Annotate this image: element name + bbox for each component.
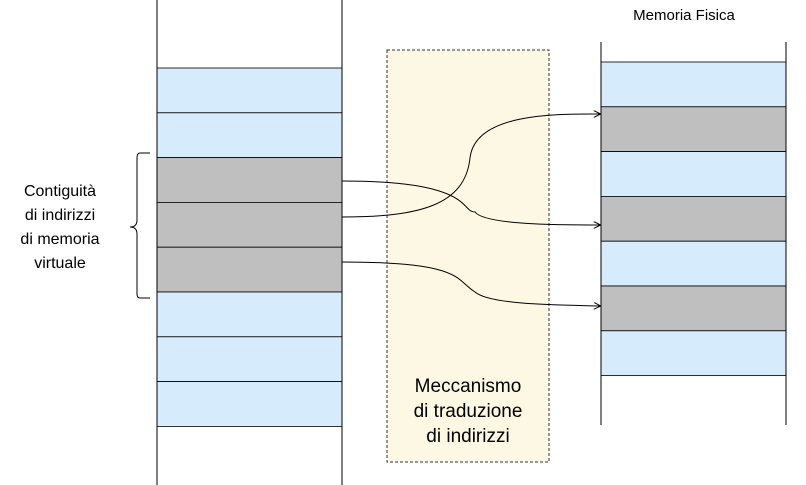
virtual-memory-block-4-used [156, 246, 343, 293]
mapping-arrow-virtual-4-to-physical-5 [341, 261, 600, 306]
physical-memory-block-3-used [600, 195, 787, 242]
virtual-memory-block-1-free [156, 112, 343, 159]
contiguity-brace [129, 152, 150, 299]
physical-memory-block-0-free [600, 61, 787, 108]
contiguity-label-line-4: virtuale [34, 255, 86, 272]
virtual-memory-column [156, 67, 343, 427]
virtual-memory-block-3-used [156, 201, 343, 248]
virtual-memory-block-5-free [156, 291, 343, 338]
contiguity-label-line-2: di indirizzi [25, 207, 95, 224]
physical-memory-column [600, 61, 787, 376]
contiguity-label-line-1: Contiguità [24, 183, 96, 200]
contiguity-label-line-3: di memoria [20, 231, 99, 248]
virtual-memory-block-2-used [156, 157, 343, 203]
physical-memory-block-4-free [600, 240, 787, 287]
physical-memory-title: Memoria Fisica [633, 7, 735, 24]
mapping-arrow-virtual-3-to-physical-1 [341, 114, 600, 218]
virtual-memory-block-7-free [156, 381, 343, 427]
physical-memory-block-2-free [600, 151, 787, 197]
translation-label-line-3: di indirizzi [426, 426, 509, 447]
virtual-memory-block-0-free [156, 67, 343, 114]
translation-label-line-2: di traduzione [414, 401, 523, 422]
virtual-memory-block-6-free [156, 336, 343, 382]
physical-memory-block-6-free [600, 330, 787, 376]
translation-label-line-1: Meccanismo [415, 376, 522, 397]
physical-memory-block-1-used [600, 106, 787, 153]
physical-memory-block-5-used [600, 285, 787, 332]
mapping-arrow-virtual-2-to-physical-3 [341, 180, 600, 225]
